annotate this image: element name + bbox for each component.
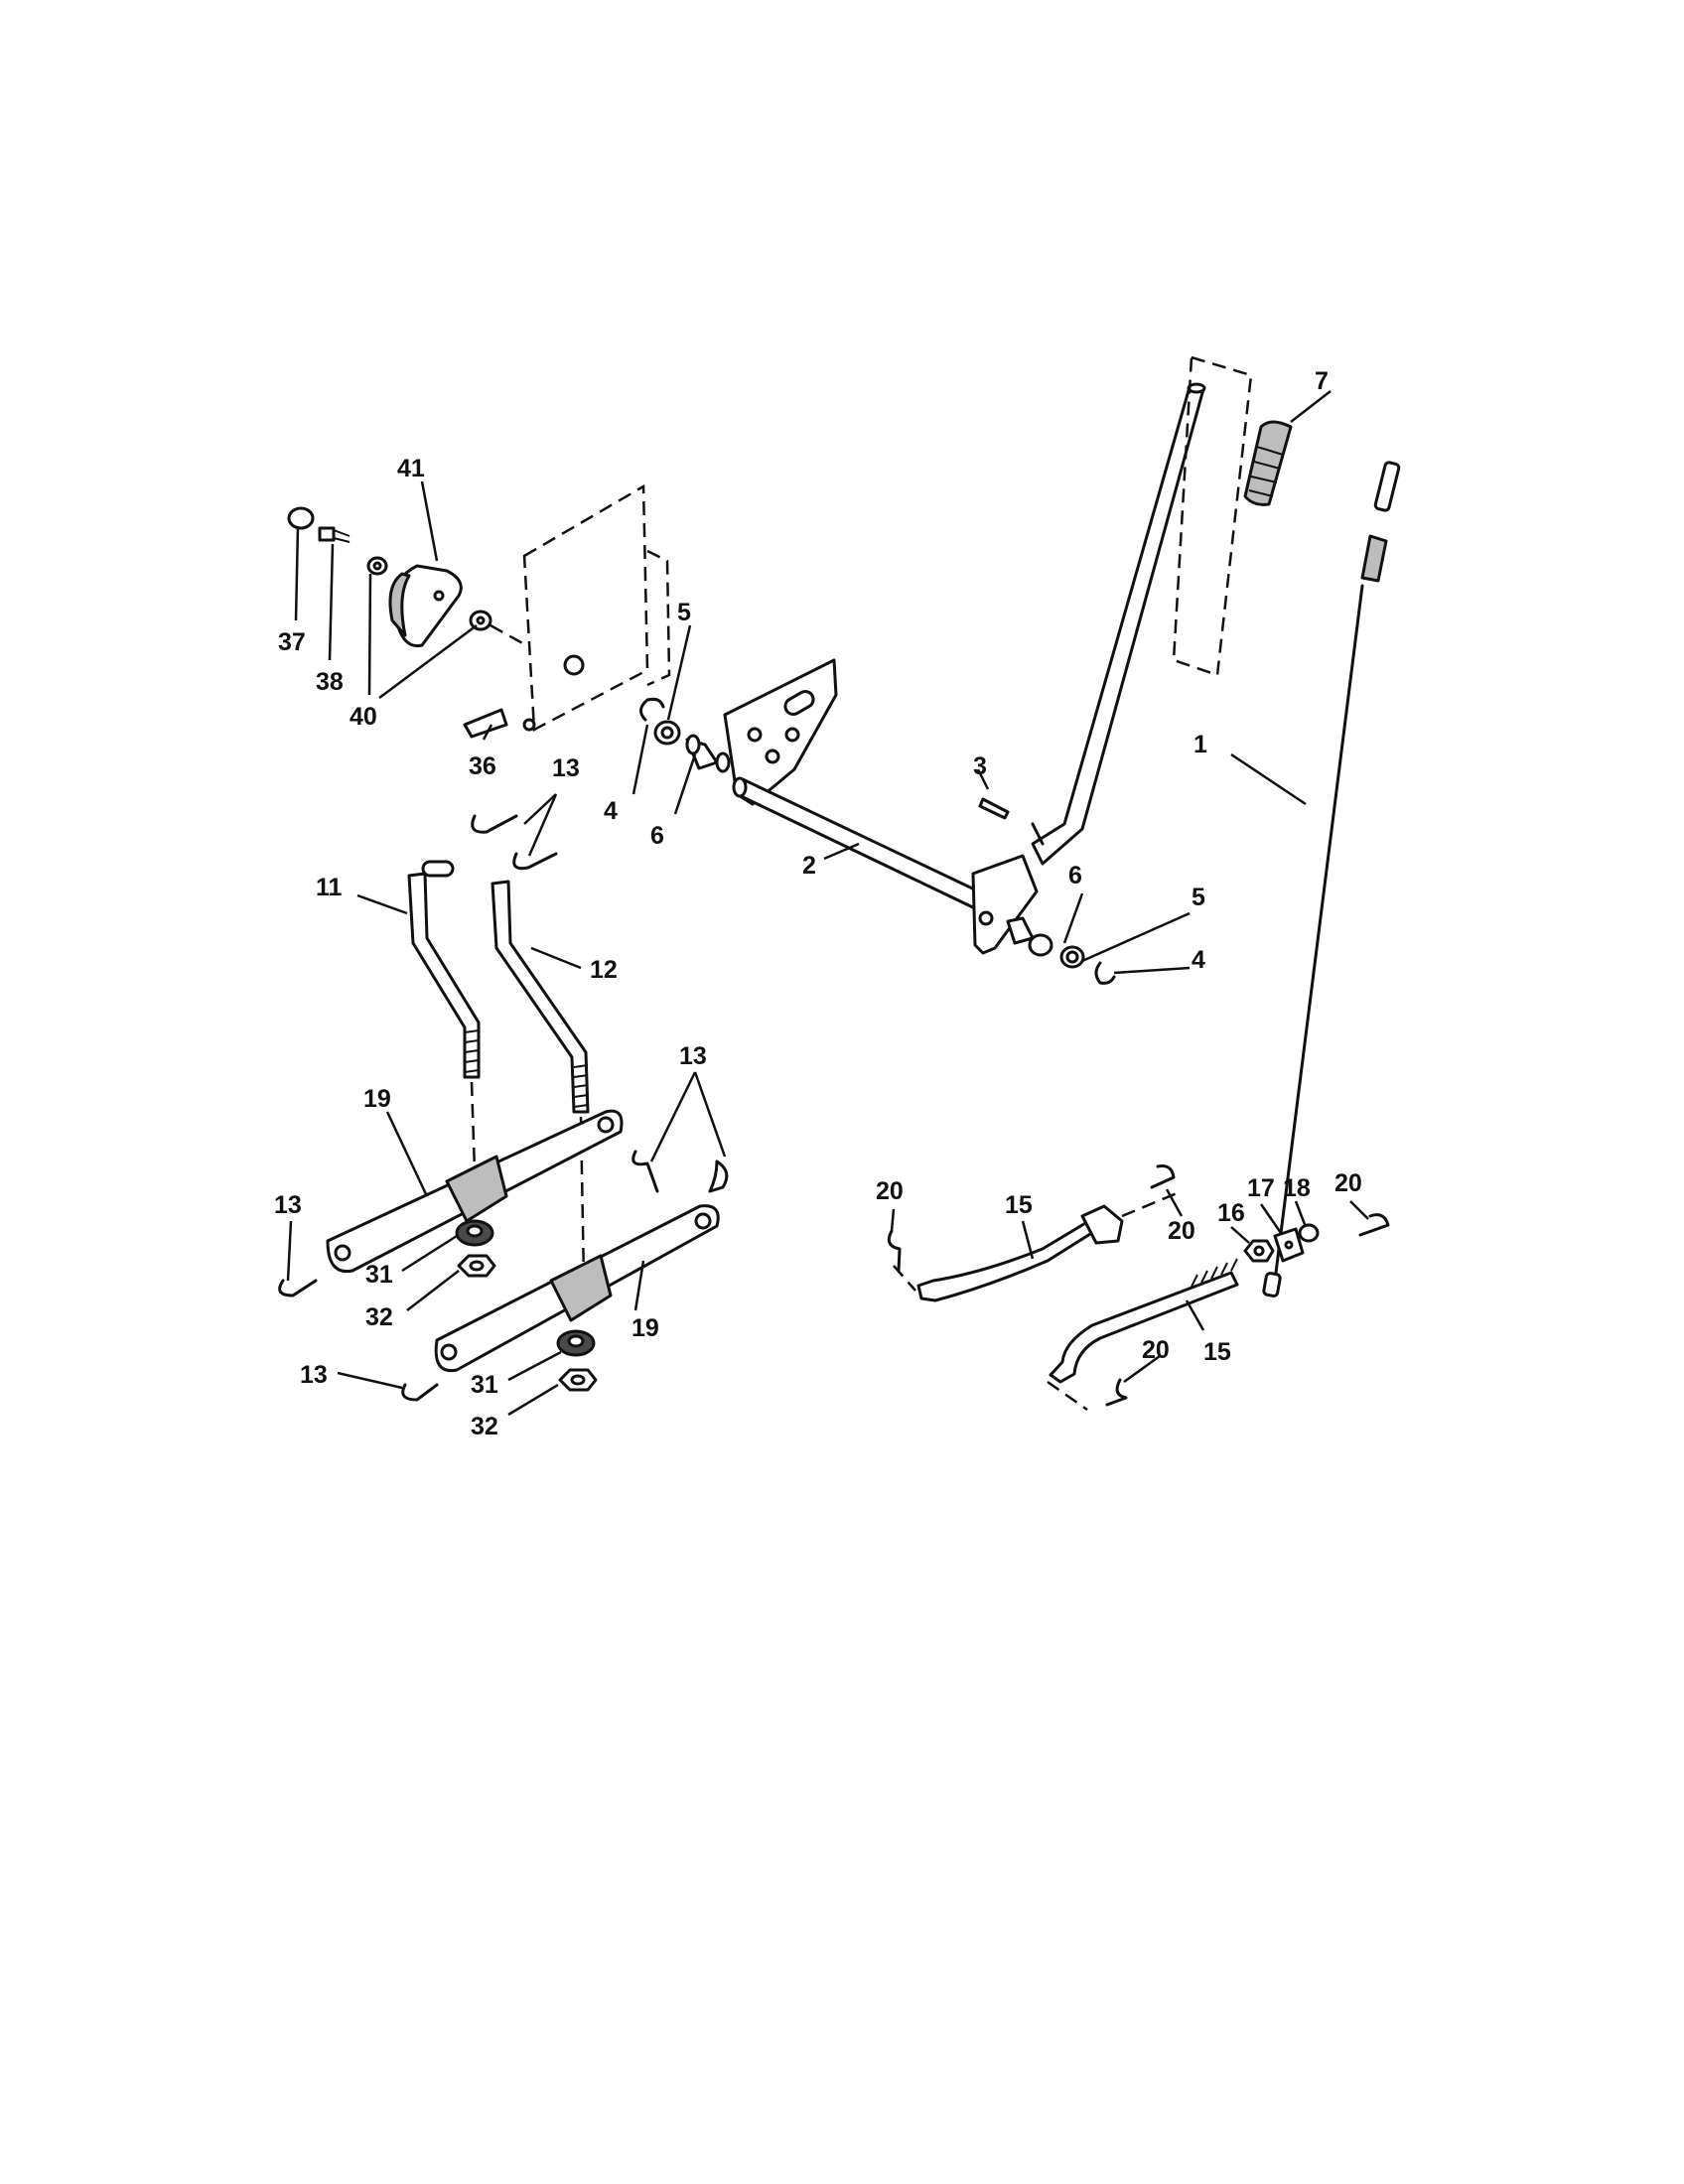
label-5-right: 5 [1192,884,1205,911]
label-38: 38 [316,668,344,696]
handle-grip [1243,420,1293,506]
label-13-top: 13 [552,754,580,782]
nut-lower [558,1368,598,1392]
pin [978,797,1010,820]
label-37: 37 [278,628,306,656]
spring-clip [463,708,508,739]
retaining-ring-right [1094,961,1116,985]
label-20-left: 20 [876,1177,904,1205]
nut-upper [457,1254,496,1278]
label-19-lower: 19 [632,1314,659,1342]
label-13-lower: 13 [300,1361,328,1389]
pivot-bracket [723,658,838,806]
label-17: 17 [1247,1174,1275,1202]
washer-left [653,720,681,746]
knob-washer-left [366,556,388,576]
label-13-mid: 13 [679,1042,707,1070]
hairpin-clip [278,1279,318,1297]
hairpin-clip [1105,1378,1128,1407]
hairpin-clip [708,1160,729,1193]
label-19-upper: 19 [363,1085,391,1113]
hex-nut [1243,1239,1275,1263]
lift-link-12 [491,880,590,1114]
hairpin-clip [887,1229,902,1273]
lift-arm-upper [326,1109,624,1274]
label-6-right: 6 [1068,862,1082,889]
label-41: 41 [397,455,425,482]
lift-arm-lower [434,1204,720,1373]
label-13-left: 13 [274,1191,302,1219]
leader-lines [286,390,1369,1417]
hairpin-clip [471,814,518,834]
label-18: 18 [1283,1174,1311,1202]
label-11: 11 [316,874,343,901]
label-4-right: 4 [1192,946,1205,974]
retaining-ring-left [639,697,665,722]
label-32-upper: 32 [365,1303,393,1331]
label-5-left: 5 [677,599,691,626]
hairpin-clip [1358,1213,1390,1237]
hairpin-clip [512,852,558,871]
label-7: 7 [1315,367,1329,395]
label-31-lower: 31 [471,1371,498,1399]
mounting-panel [522,483,671,733]
label-15-lower: 15 [1203,1338,1231,1366]
hairpin-clip [632,1150,659,1193]
label-1: 1 [1193,731,1207,758]
label-3: 3 [973,752,987,780]
part-labels: 41 37 38 40 36 5 4 6 2 3 7 1 6 5 4 13 11… [274,367,1362,1440]
hairpin-clip [401,1383,439,1402]
knob-washer-outer [287,506,315,530]
label-4-left: 4 [604,797,618,825]
height-adjust-knob [388,564,463,648]
lift-lever [971,382,1206,955]
adjust-rod-lower [1049,1258,1239,1384]
label-2: 2 [802,852,816,880]
adjust-rod-upper [916,1204,1124,1302]
spacer-lower [556,1329,596,1357]
label-40: 40 [350,703,377,731]
label-36: 36 [469,752,496,780]
label-16: 16 [1217,1199,1245,1227]
trunnion-block [1273,1227,1305,1263]
label-20-right: 20 [1334,1169,1362,1197]
bushing-right [1006,916,1053,957]
label-31-upper: 31 [365,1261,393,1289]
height-rod [1262,461,1401,1297]
washer-right [1059,945,1085,969]
spacer-upper [455,1219,494,1247]
lift-link-11 [407,860,481,1079]
label-12: 12 [590,956,618,984]
label-6-left: 6 [650,822,664,850]
label-20-mid: 20 [1168,1217,1195,1245]
label-15-upper: 15 [1005,1191,1033,1219]
hairpin-clip [1150,1164,1176,1189]
trunnion-nut [1298,1223,1320,1243]
knob-screw [318,526,351,543]
label-32-lower: 32 [471,1413,498,1440]
label-20-bottom: 20 [1142,1336,1170,1364]
bushing-left [685,734,731,773]
